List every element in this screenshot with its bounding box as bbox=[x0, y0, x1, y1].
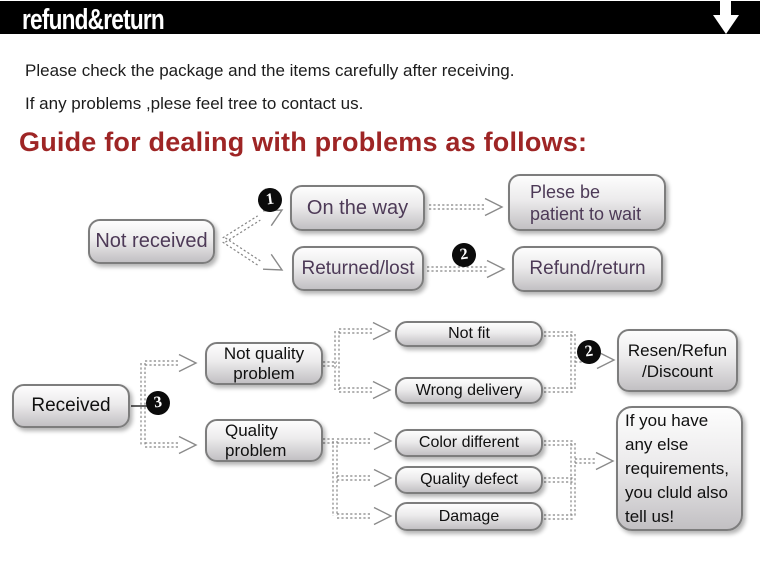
section-banner: refund&return bbox=[0, 1, 760, 36]
intro-line-2: If any problems ,plese feel tree to cont… bbox=[25, 94, 364, 113]
node-quality-defect: Quality defect bbox=[395, 466, 543, 494]
node-resend-refund-discount: Resen/Refun /Discount bbox=[617, 329, 738, 392]
node-color-different: Color different bbox=[395, 429, 543, 457]
node-not-received: Not received bbox=[88, 219, 215, 264]
node-returned-lost: Returned/lost bbox=[292, 246, 424, 291]
down-arrow-icon bbox=[713, 15, 739, 34]
down-arrow-icon bbox=[720, 0, 731, 16]
node-not-fit: Not fit bbox=[395, 321, 543, 347]
intro-line-1: Please check the package and the items c… bbox=[25, 61, 515, 80]
node-received: Received bbox=[12, 384, 130, 428]
node-quality-problem: Quality problem bbox=[205, 419, 323, 462]
section-title: refund&return bbox=[22, 4, 165, 36]
node-please-be-patient: Plese be patient to wait bbox=[508, 174, 666, 231]
guide-heading: Guide for dealing with problems as follo… bbox=[19, 127, 588, 157]
node-refund-return: Refund/return bbox=[512, 246, 663, 292]
node-not-quality-problem: Not quality problem bbox=[205, 342, 323, 385]
node-wrong-delivery: Wrong delivery bbox=[395, 377, 543, 404]
node-other-requirements: If you have any else requirements, you c… bbox=[616, 406, 743, 531]
node-damage: Damage bbox=[395, 502, 543, 531]
node-on-the-way: On the way bbox=[290, 185, 425, 231]
